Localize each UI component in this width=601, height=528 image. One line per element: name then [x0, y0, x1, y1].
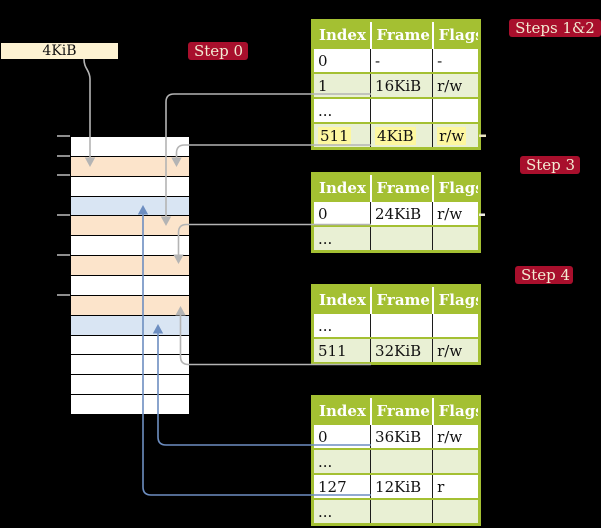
memory-frame-row — [71, 256, 189, 277]
memory-frame-row — [71, 196, 189, 217]
table-row: 0-- — [312, 47, 480, 73]
table-cell: 12KiB — [370, 473, 434, 499]
table-row: 511 4KiB r/w — [312, 122, 480, 149]
memory-frame-row — [71, 156, 189, 177]
memory-frame-row — [71, 176, 189, 197]
memory-frame-row — [71, 375, 189, 396]
address-tick — [57, 294, 70, 296]
table-cell: ... — [312, 225, 372, 252]
table-cell: - — [370, 47, 434, 73]
table-row: ... — [312, 498, 480, 525]
table-cell — [432, 312, 480, 338]
table-cell — [432, 498, 480, 525]
table-cell: r/w — [432, 337, 480, 364]
table-cell — [370, 448, 434, 474]
table-row: ... — [312, 97, 480, 123]
table-row: ... — [312, 225, 480, 252]
table-cell: 511 — [312, 337, 372, 364]
table-cell: r/w — [432, 423, 480, 449]
address-tick — [57, 134, 70, 137]
address-tick — [57, 254, 70, 256]
table-cell — [370, 498, 434, 525]
memory-frame-row — [71, 335, 189, 356]
column-header-flags: Flags — [432, 285, 480, 313]
table-cell: ... — [312, 312, 372, 338]
table-cell: - — [432, 47, 480, 73]
table-cell: 36KiB — [370, 423, 434, 449]
badge-steps-1-2: Steps 1&2 — [509, 19, 601, 37]
table-cell: 0 — [312, 47, 372, 73]
column-header-frame: Frame — [370, 285, 434, 313]
column-header-flags: Flags — [432, 20, 480, 48]
highlighted-value: 4KiB — [375, 126, 416, 145]
table-cell — [370, 225, 434, 252]
table-cell — [370, 97, 434, 123]
table-cell: 0 — [312, 423, 372, 449]
highlighted-value: 511 — [318, 126, 351, 145]
table-row: ... — [312, 448, 480, 474]
address-tick — [57, 214, 70, 216]
table-cell: ... — [312, 448, 372, 474]
physical-memory-column — [70, 136, 190, 415]
badge-step-0: Step 0 — [188, 42, 248, 60]
column-header-frame: Frame — [370, 173, 434, 201]
memory-frame-row — [71, 395, 189, 415]
table-cell: ... — [312, 97, 372, 123]
table-cell — [432, 97, 480, 123]
page-size-label: 4KiB — [1, 43, 118, 59]
column-header-index: Index — [312, 396, 372, 424]
memory-frame-row — [71, 216, 189, 237]
table-cell: 16KiB — [370, 72, 434, 98]
table-cell: ... — [312, 498, 372, 525]
badge-step-4: Step 4 — [515, 266, 573, 284]
memory-frame-row — [71, 315, 189, 336]
table-cell: 1 — [312, 72, 372, 98]
column-header-frame: Frame — [370, 396, 434, 424]
badge-step-3: Step 3 — [520, 156, 580, 174]
memory-frame-row — [71, 295, 189, 316]
table-cell: 127 — [312, 473, 372, 499]
column-header-index: Index — [312, 20, 372, 48]
highlighted-value: r/w — [437, 126, 467, 145]
table-cell: r/w — [432, 200, 480, 226]
table-cell: 511 — [312, 122, 372, 149]
table-row: ... — [312, 312, 480, 338]
table-cell: 0 — [312, 200, 372, 226]
table-cell: 32KiB — [370, 337, 434, 364]
column-header-frame: Frame — [370, 20, 434, 48]
table-cell: r/w — [432, 122, 480, 149]
table-cell — [432, 225, 480, 252]
memory-frame-row — [71, 355, 189, 376]
column-header-flags: Flags — [432, 396, 480, 424]
table-cell: 4KiB — [370, 122, 434, 149]
column-header-index: Index — [312, 173, 372, 201]
address-tick — [57, 174, 70, 176]
column-header-flags: Flags — [432, 173, 480, 201]
column-header-index: Index — [312, 285, 372, 313]
memory-frame-row — [71, 236, 189, 257]
table-cell — [432, 448, 480, 474]
table-cell — [370, 312, 434, 338]
memory-frame-row — [71, 276, 189, 296]
table-cell: r — [432, 473, 480, 499]
address-tick — [57, 154, 70, 157]
memory-frame-row — [71, 137, 189, 157]
table-cell: r/w — [432, 72, 480, 98]
table-cell: 24KiB — [370, 200, 434, 226]
